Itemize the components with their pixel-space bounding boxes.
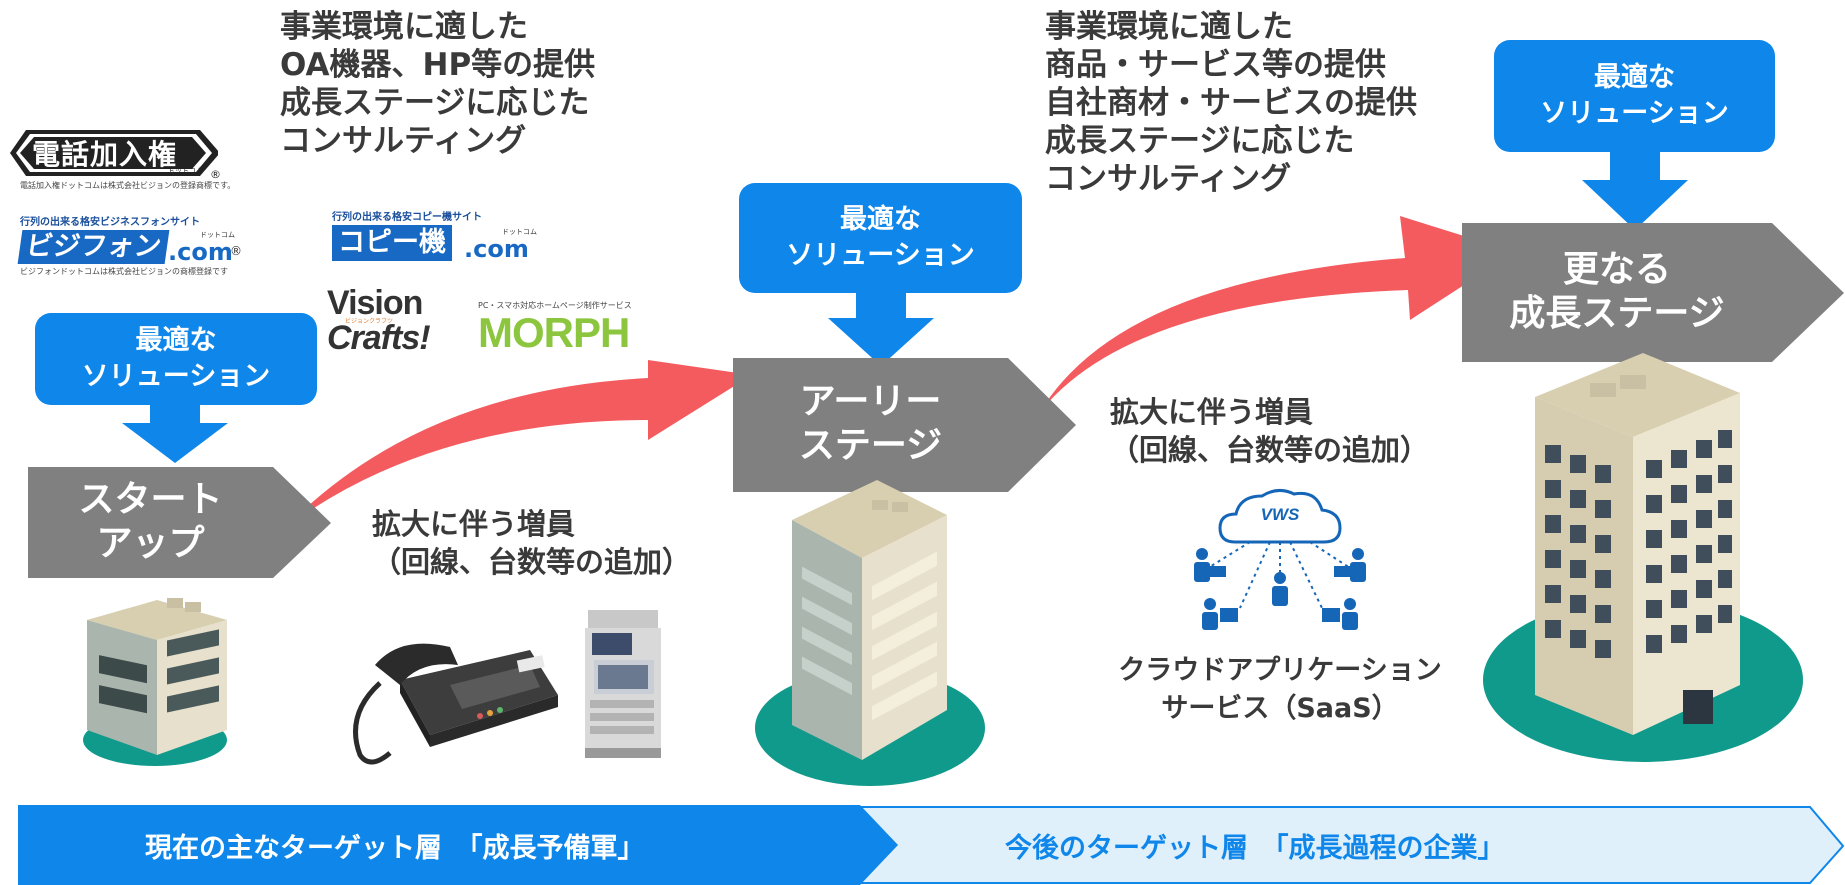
cloud-caption-line: サービス（SaaS） bbox=[1161, 693, 1399, 724]
morph-tagline: PC・スマホ対応ホームページ制作サービス bbox=[478, 301, 632, 310]
solution-line2: ソリューション bbox=[786, 240, 975, 271]
offering-line: 成長ステージに応じた bbox=[1045, 123, 1355, 159]
telephone-icon bbox=[353, 643, 558, 765]
stage-line: 成長ステージ bbox=[1509, 293, 1725, 334]
stage-startup-shape bbox=[28, 467, 331, 578]
expansion-line: （回線、台数等の追加） bbox=[372, 545, 692, 579]
morph-logo: PC・スマホ対応ホームページ制作サービス MORPH bbox=[478, 300, 638, 360]
copy-com: .com bbox=[464, 235, 529, 263]
bizphone-note: ビジフォンドットコムは株式会社ビジョンの商標登録です bbox=[20, 267, 228, 276]
vision-line: Vision bbox=[327, 284, 423, 322]
vision-crafts-logo: Vision Crafts! ビジョンクラフツ bbox=[327, 286, 457, 362]
solution-box: 最適な ソリューション bbox=[35, 313, 317, 405]
offering-line: 事業環境に適した bbox=[1045, 9, 1293, 45]
bizphone-com: .com bbox=[168, 238, 233, 266]
offering-text-right: 事業環境に適した 商品・サービス等の提供 自社商材・サービスの提供 成長ステージ… bbox=[1045, 8, 1417, 198]
copy-tagline: 行列の出来る格安コピー機サイト bbox=[332, 212, 482, 223]
offering-line: コンサルティング bbox=[280, 123, 527, 159]
bizphone-sub: ドットコム bbox=[200, 231, 235, 239]
solution-line1: 最適な bbox=[135, 325, 217, 356]
expansion-line: （回線、台数等の追加） bbox=[1110, 433, 1430, 467]
morph-main: MORPH bbox=[478, 309, 630, 356]
stage-line: アップ bbox=[96, 523, 205, 564]
copy-main: コピー機 bbox=[332, 225, 452, 261]
cloud-network-icon bbox=[1194, 489, 1366, 630]
stage-line: アーリー bbox=[799, 381, 942, 422]
growth-arrow-1 bbox=[285, 360, 752, 528]
stage-line: 更なる bbox=[1562, 249, 1671, 290]
bizphone-logo: 行列の出来る格安ビジネスフォンサイト ビジフォン .com ドットコム ® ビジ… bbox=[17, 213, 242, 283]
stage-further-shape bbox=[1462, 223, 1844, 362]
stage-line: ステージ bbox=[798, 425, 943, 466]
down-arrow bbox=[1582, 152, 1688, 230]
future-target-label: 今後のターゲット層 「成長過程の企業」 bbox=[1005, 833, 1505, 864]
current-target-label: 現在の主なターゲット層 「成長予備軍」 bbox=[145, 833, 645, 864]
small-building-icon bbox=[83, 598, 227, 766]
cloud-caption: クラウドアプリケーション サービス（SaaS） bbox=[1095, 652, 1465, 728]
denwa-logo-title: 電話加入権 bbox=[32, 138, 178, 171]
stage-early-label: アーリー ステージ bbox=[733, 380, 1008, 468]
crafts-line: Crafts! bbox=[327, 319, 431, 357]
target-banner bbox=[18, 805, 1845, 885]
down-arrow bbox=[122, 405, 228, 463]
denwa-logo-note: 電話加入権ドットコムは株式会社ビジョンの登録商標です。 bbox=[20, 181, 236, 190]
registered-mark: ® bbox=[230, 244, 242, 258]
registered-mark: ® bbox=[210, 168, 221, 181]
solution-line1: 最適な bbox=[840, 204, 921, 235]
copier-icon bbox=[585, 610, 661, 758]
tall-building-icon bbox=[1483, 353, 1803, 762]
solution-line1: 最適な bbox=[1594, 62, 1675, 93]
stage-early-shape bbox=[733, 358, 1076, 492]
denwa-logo-badge bbox=[10, 130, 220, 176]
denwa-logo: 電話加入権 ドットコム ® 電話加入権ドットコムは株式会社ビジョンの登録商標です… bbox=[8, 128, 235, 190]
vision-sub: ビジョンクラフツ bbox=[345, 318, 394, 325]
solution-line2: ソリューション bbox=[1540, 98, 1729, 129]
offering-line: 事業環境に適した bbox=[280, 9, 528, 45]
bizphone-tagline: 行列の出来る格安ビジネスフォンサイト bbox=[20, 217, 200, 228]
copy-sub: ドットコム bbox=[502, 228, 537, 236]
growth-arrow-2 bbox=[1040, 216, 1515, 412]
expansion-line: 拡大に伴う増員 bbox=[1110, 395, 1314, 429]
stage-line: スタート bbox=[78, 479, 223, 520]
expansion-text-right: 拡大に伴う増員 （回線、台数等の追加） bbox=[1110, 393, 1429, 469]
down-arrow bbox=[828, 293, 934, 366]
cloud-caption-line: クラウドアプリケーション bbox=[1118, 655, 1442, 686]
vws-logo: VWS bbox=[1260, 505, 1300, 524]
medium-building-icon bbox=[755, 480, 985, 786]
offering-line: 商品・サービス等の提供 bbox=[1045, 47, 1386, 83]
stage-startup-label: スタート アップ bbox=[28, 478, 273, 566]
copy-logo: 行列の出来る格安コピー機サイト コピー機 .com ドットコム bbox=[332, 208, 552, 268]
stage-further-label: 更なる 成長ステージ bbox=[1462, 248, 1772, 336]
offering-line: コンサルティング bbox=[1045, 161, 1292, 197]
offering-line: 成長ステージに応じた bbox=[280, 85, 590, 121]
solution-box: 最適な ソリューション bbox=[739, 183, 1022, 293]
offering-text-left: 事業環境に適した OA機器、HP等の提供 成長ステージに応じた コンサルティング bbox=[280, 8, 595, 160]
denwa-logo-sub: ドットコム bbox=[168, 167, 203, 175]
offering-line: 自社商材・サービスの提供 bbox=[1045, 85, 1417, 121]
solution-line2: ソリューション bbox=[81, 361, 271, 392]
offering-line: OA機器、HP等の提供 bbox=[280, 47, 596, 83]
expansion-line: 拡大に伴う増員 bbox=[372, 507, 576, 541]
solution-box: 最適な ソリューション bbox=[1494, 40, 1775, 152]
expansion-text-left: 拡大に伴う増員 （回線、台数等の追加） bbox=[372, 505, 691, 581]
